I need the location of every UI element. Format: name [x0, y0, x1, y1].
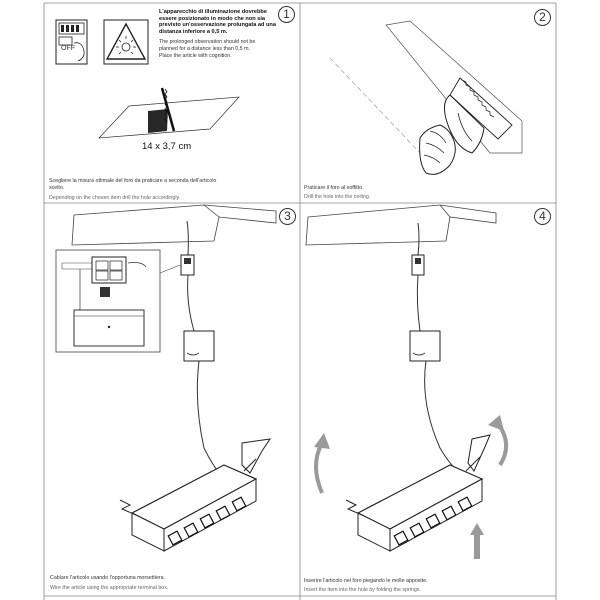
- eye-light-warning-icon: [103, 19, 149, 65]
- ceiling-hole-diagram: [98, 87, 240, 139]
- panel-step-4: 4: [300, 203, 556, 596]
- wiring-diagram: [55, 204, 277, 552]
- step-number-2: 2: [534, 9, 551, 26]
- warning-italian-line-2: essere posizionato in modo che non sia: [159, 15, 265, 22]
- drill-diagram: [329, 20, 523, 175]
- power-switch-icon: [55, 19, 88, 65]
- step-2-caption-it: Praticare il foro al soffitto.: [304, 185, 364, 191]
- step-1-caption-it-line-2: scelto.: [49, 185, 65, 191]
- warning-english-line-3: Place the article with cognition.: [159, 53, 232, 59]
- step-number-1: 1: [278, 6, 295, 23]
- step-1-caption-en: Depending on the chosen item drill the h…: [49, 195, 181, 201]
- warning-italian-line-3: previsto un'osservazione prolungata ad u…: [159, 22, 276, 28]
- step-2-caption-en: Drill the hole into the ceiling.: [304, 194, 371, 200]
- panel-step-3: 3: [44, 203, 300, 596]
- warning-english-line-1: The prolonged observation should not be: [159, 39, 256, 45]
- warning-english-line-2: planned for a distance less than 0,5 m.: [159, 46, 250, 52]
- step-3-caption-it: Cablare l'articolo usando l'opportuna mo…: [50, 575, 166, 581]
- warning-italian-line-4: distanza inferiore a 0,5 m.: [159, 28, 228, 35]
- switch-off-label: OFF: [61, 45, 75, 52]
- step-4-caption-en: Insert the item into the hole by folding…: [304, 587, 421, 593]
- panel-step-1: 1: [44, 3, 300, 203]
- step-number-4: 4: [534, 208, 551, 225]
- step-4-caption-it: Inserire l'articolo nel foro piegando le…: [304, 578, 428, 584]
- warning-icons: [55, 19, 240, 139]
- step-3-caption-en: Wire the article using the appropriate t…: [50, 585, 169, 591]
- panel-step-2: 2 Praticare il foro al soffitto. Drill t…: [300, 3, 556, 203]
- step-number-3: 3: [279, 208, 296, 225]
- hole-dimension: 14 x 3,7 cm: [142, 141, 192, 152]
- insertion-diagram: [305, 204, 508, 559]
- step-1-caption-it-line-1: Scegliere la misura ottimale del foro da…: [49, 178, 217, 184]
- warning-italian-line-1: L'apparecchio di illuminazione dovrebbe: [159, 9, 267, 15]
